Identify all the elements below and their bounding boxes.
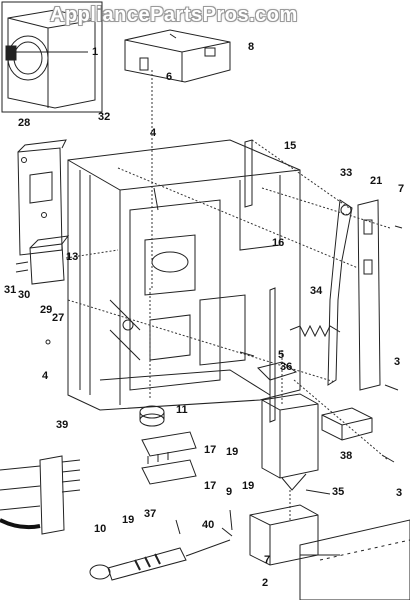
label-4-top: 4 bbox=[150, 127, 157, 139]
wiring-harness bbox=[0, 455, 81, 535]
label-11: 11 bbox=[176, 404, 188, 416]
part-8-bracket bbox=[124, 29, 231, 83]
part-16-rod bbox=[269, 287, 276, 423]
part-34-spring bbox=[289, 324, 341, 338]
label-33: 33 bbox=[340, 167, 353, 179]
part-38-microswitch bbox=[321, 407, 373, 441]
inset-frame bbox=[1, 1, 103, 113]
label-35: 35 bbox=[332, 486, 345, 498]
part-19-solenoid bbox=[261, 393, 319, 491]
part-15-pin bbox=[244, 139, 253, 208]
label-27: 27 bbox=[52, 312, 65, 324]
label-3-lower: 3 bbox=[396, 487, 403, 499]
label-2: 2 bbox=[262, 577, 269, 589]
callout-lines bbox=[16, 51, 340, 556]
label-17-upper: 17 bbox=[204, 444, 217, 456]
part-11-grommet bbox=[139, 405, 165, 427]
part-17-terminals bbox=[141, 431, 197, 485]
part-2-panel bbox=[299, 519, 410, 600]
label-29: 29 bbox=[40, 304, 53, 316]
part-21-plate bbox=[357, 199, 381, 391]
label-17-lower: 17 bbox=[204, 480, 217, 492]
part-10-plunger bbox=[89, 539, 231, 581]
part-33-lever bbox=[327, 199, 353, 386]
label-15: 15 bbox=[284, 140, 297, 152]
lock-housing bbox=[67, 139, 301, 411]
left-bracket bbox=[17, 139, 67, 256]
label-4-left: 4 bbox=[42, 370, 49, 382]
part-13-switch bbox=[15, 235, 70, 285]
label-38: 38 bbox=[340, 450, 353, 462]
label-5: 5 bbox=[278, 349, 285, 361]
label-40: 40 bbox=[202, 519, 215, 531]
label-19-center: 19 bbox=[242, 480, 255, 492]
label-8: 8 bbox=[248, 41, 255, 53]
screws bbox=[45, 33, 403, 537]
label-39: 39 bbox=[56, 419, 69, 431]
label-34: 34 bbox=[310, 285, 323, 297]
label-7-right: 7 bbox=[398, 183, 405, 195]
label-31: 31 bbox=[4, 284, 17, 296]
label-28: 28 bbox=[18, 117, 31, 129]
label-9: 9 bbox=[226, 486, 233, 498]
label-13: 13 bbox=[66, 251, 79, 263]
label-32: 32 bbox=[98, 111, 111, 123]
label-6: 6 bbox=[166, 71, 173, 83]
part-36-connector bbox=[257, 361, 298, 381]
part-7-lower-block bbox=[249, 504, 319, 566]
label-16: 16 bbox=[272, 237, 285, 249]
label-1: 1 bbox=[92, 46, 99, 58]
label-7-bottom: 7 bbox=[264, 554, 271, 566]
watermark: AppliancePartsPros.com bbox=[50, 4, 298, 26]
leader-lines bbox=[65, 70, 391, 520]
label-30: 30 bbox=[18, 289, 31, 301]
label-36: 36 bbox=[280, 361, 293, 373]
label-21: 21 bbox=[370, 175, 383, 187]
label-10: 10 bbox=[94, 523, 107, 535]
label-37: 37 bbox=[144, 508, 157, 520]
label-3-upper: 3 bbox=[394, 356, 401, 368]
inset-washer bbox=[5, 9, 96, 109]
label-19-left: 19 bbox=[122, 514, 135, 526]
label-19-right: 19 bbox=[226, 446, 239, 458]
